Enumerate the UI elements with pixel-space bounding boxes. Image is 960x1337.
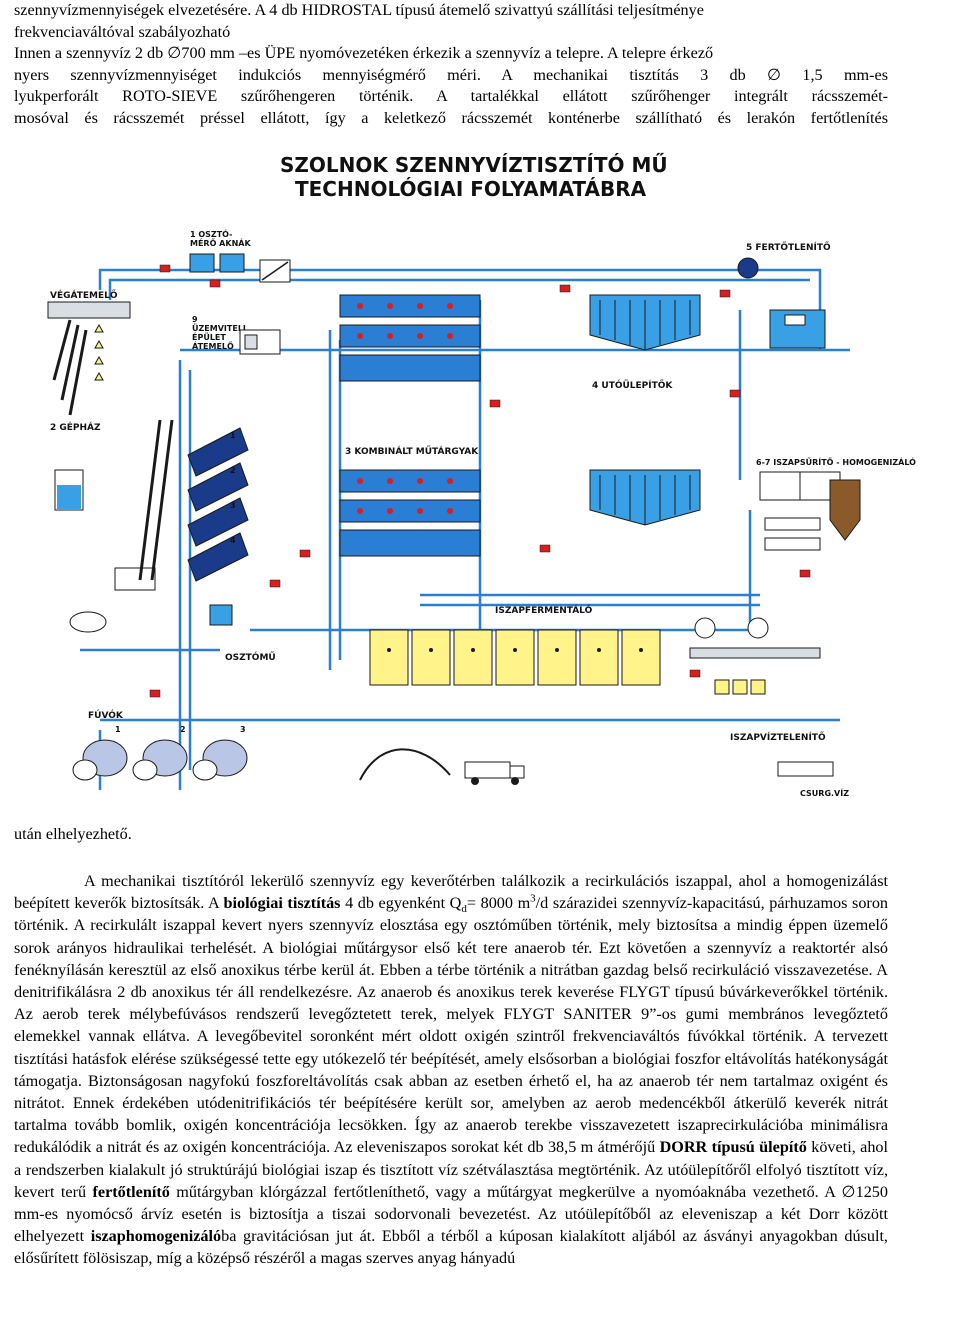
intro-line-4: nyers szennyvízmennyiséget indukciós men… [14,65,888,84]
label-uzemviteli-num: 9 [192,315,198,324]
label-uzemviteli-1: ÜZEMVITELI [192,323,246,333]
intro-line-5: lyukperforált ROTO-SIEVE szűrőhengeren t… [14,87,888,106]
fertotlenito: 5 FERTŐTLENÍTŐ [737,241,831,349]
sludge-truck [359,748,525,785]
label-screen-1: 1 [230,431,236,440]
iszapfermentalo: ISZAPFERMENTÁLÓ [369,604,661,686]
uzemviteli-epulet: 9 ÜZEMVITELI ÉPÜLET ÁTEMELŐ [192,315,281,355]
label-screen-3: 3 [230,501,236,510]
label-iszapviztelenito: ISZAPVÍZTELENÍTŐ [730,731,826,743]
label-fuvok: FÚVÓK [88,709,124,721]
osztomero-aknak: 1 OSZTÓ- MÉRŐ AKNÁK [189,228,291,283]
intro-line-3: Innen a szennyvíz 2 db ∅700 mm –es ÜPE n… [14,44,714,63]
intro-line-2: frekvenciaváltóval szabályozható [14,22,231,41]
sub-d: d [461,903,467,916]
label-fertotlenito: 5 FERTŐTLENÍTŐ [746,241,831,253]
kombinalt-mutargyak: 3 KOMBINÁLT MŰTÁRGYAK [339,294,481,557]
label-fuvo-1: 1 [115,725,121,734]
fuvok: FÚVÓK 1 2 3 [72,709,248,781]
label-gephaz: 2 GÉPHÁZ [50,421,101,433]
after-figure-text: után elhelyezhető. [14,825,132,843]
label-uzemviteli-3: ÁTEMELŐ [192,340,234,351]
label-screen-4: 4 [230,536,236,545]
main-text: A mechanikai tisztítóról lekerülő szenny… [14,870,888,1270]
osztomu: OSZTÓMŰ [209,604,276,663]
label-osztomero-2: MÉRŐ AKNÁK [190,237,251,248]
label-iszapsurito: 6-7 ISZAPSŰRÍTŐ - HOMOGENIZÁLÓ [756,456,916,467]
sup-3: 3 [530,892,536,905]
dorr-bold: DORR típusú ülepítő [659,1138,807,1157]
bio-bold: biológiai tisztítás [223,894,341,913]
iszapsurito: 6-7 ISZAPSŰRÍTŐ - HOMOGENIZÁLÓ [756,456,916,551]
intro-line-6: mosóval és rácsszemét préssel ellátott, … [14,108,888,127]
p-seg-2: A [204,894,224,913]
process-flow-diagram: SZOLNOK SZENNYVÍZTISZTÍTÓ MŰ TECHNOLÓGIA… [40,150,916,805]
control-markers [149,264,811,698]
label-osztomu: OSZTÓMŰ [225,651,276,663]
p-seg-6: követi, ahol a rendszerben kialakult jó … [14,1138,888,1201]
p-seg-7: műtárgyban klórgázzal fertőtleníthető, v… [14,1182,888,1246]
diagram-title-2: TECHNOLÓGIAI FOLYAMATÁBRA [295,177,647,201]
p-seg-3: 4 db egyenként Q [340,894,462,913]
label-uzemviteli-2: ÉPÜLET [192,331,226,342]
iszaphom-bold: iszaphomogenizáló [90,1227,222,1246]
vegatemelo: VÉGÁTEMELŐ [47,289,131,416]
utoulepitok: 4 UTÓÜLEPÍTŐK [589,294,701,526]
label-osztomero-1: 1 OSZTÓ- [190,228,232,239]
label-kombinalt: 3 KOMBINÁLT MŰTÁRGYAK [345,445,479,457]
diagram-title-1: SZOLNOK SZENNYVÍZTISZTÍTÓ MŰ [280,153,668,177]
main-paragraph: A mechanikai tisztítóról lekerülő szenny… [14,870,888,1270]
label-utoulepitok: 4 UTÓÜLEPÍTŐK [592,379,673,391]
p-seg-5: /d szárazidei szennyvíz-kapacitású, párh… [14,894,889,1157]
p-seg-1: A mechanikai tisztítóról lekerülő szenny… [14,872,888,913]
label-screen-2: 2 [230,466,236,475]
label-vegatemelo: VÉGÁTEMELŐ [50,289,118,301]
label-iszapfermentalo: ISZAPFERMENTÁLÓ [495,604,593,616]
label-csurgviz: CSURG.VÍZ [800,787,849,798]
flow-diagram-svg: SZOLNOK SZENNYVÍZTISZTÍTÓ MŰ TECHNOLÓGIA… [47,153,916,798]
label-fuvo-2: 2 [180,725,186,734]
intro-text: szennyvízmennyiségek elvezetésére. A 4 d… [14,0,888,130]
p-seg-4: = 8000 m [466,894,531,913]
intro-line-1: szennyvízmennyiségek elvezetésére. A 4 d… [14,1,704,19]
iszapviztelenito: ISZAPVÍZTELENÍTŐ CSURG.VÍZ [689,617,849,798]
p-seg-8: ba gravitációsan jut át. Ebből a térből … [14,1227,888,1268]
gephaz: 2 GÉPHÁZ 1 2 3 4 [50,419,249,633]
label-fuvo-3: 3 [240,725,246,734]
fert-bold: fertőtlenítő [92,1182,170,1201]
